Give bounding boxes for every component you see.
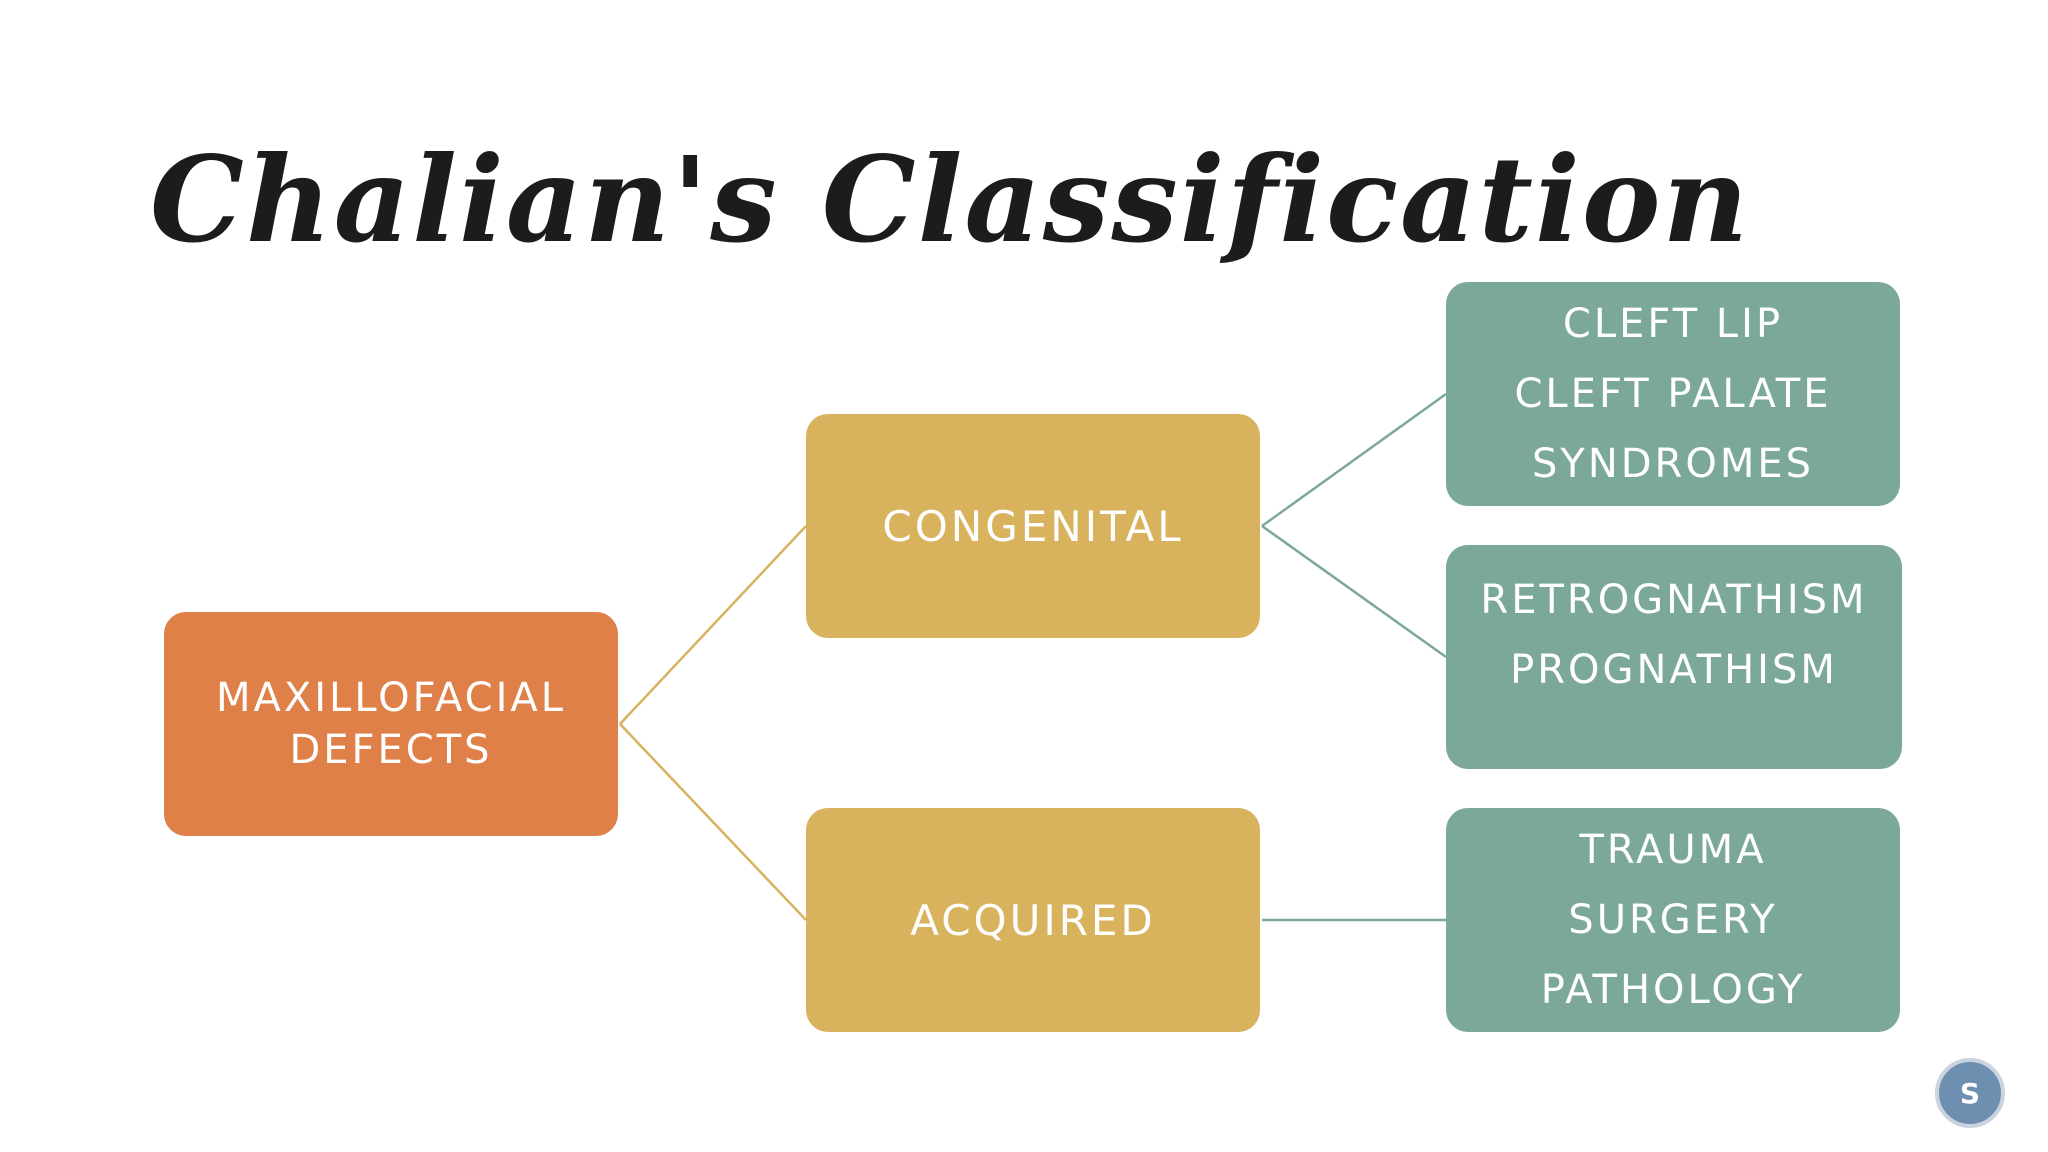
connector-root-acquired: [619, 723, 807, 921]
leaf-node-line: RETROGNATHISM: [1480, 577, 1868, 623]
category-node-acquired: ACQUIRED: [806, 808, 1260, 1032]
slide-title: Chalian's Classification: [150, 130, 1751, 269]
leaf-node-line: SURGERY: [1568, 897, 1778, 943]
leaf-node-line: PROGNATHISM: [1510, 647, 1838, 693]
category-node-label: ACQUIRED: [910, 895, 1156, 945]
leaf-node-trauma: TRAUMA SURGERY PATHOLOGY: [1446, 808, 1900, 1032]
logo-badge-icon[interactable]: S: [1935, 1058, 2005, 1128]
connector-root-congenital: [619, 525, 807, 725]
leaf-node-gnathism: RETROGNATHISM PROGNATHISM: [1446, 545, 1902, 769]
category-node-congenital: CONGENITAL: [806, 414, 1260, 638]
leaf-node-line: CLEFT PALATE: [1514, 371, 1832, 417]
leaf-node-line: SYNDROMES: [1532, 441, 1814, 487]
category-node-label: CONGENITAL: [882, 501, 1184, 551]
root-node-line: MAXILLOFACIAL: [215, 675, 567, 721]
connector-congenital-gnathism: [1261, 524, 1447, 659]
leaf-node-cleft: CLEFT LIP CLEFT PALATE SYNDROMES: [1446, 282, 1900, 506]
leaf-node-line: PATHOLOGY: [1540, 967, 1806, 1013]
connector-congenital-cleft: [1261, 392, 1447, 528]
logo-letter: S: [1959, 1076, 1981, 1110]
leaf-node-line: CLEFT LIP: [1562, 301, 1784, 347]
root-node-maxillofacial-defects: MAXILLOFACIAL DEFECTS: [164, 612, 618, 836]
leaf-node-line: TRAUMA: [1579, 827, 1767, 873]
root-node-line: DEFECTS: [289, 727, 493, 773]
